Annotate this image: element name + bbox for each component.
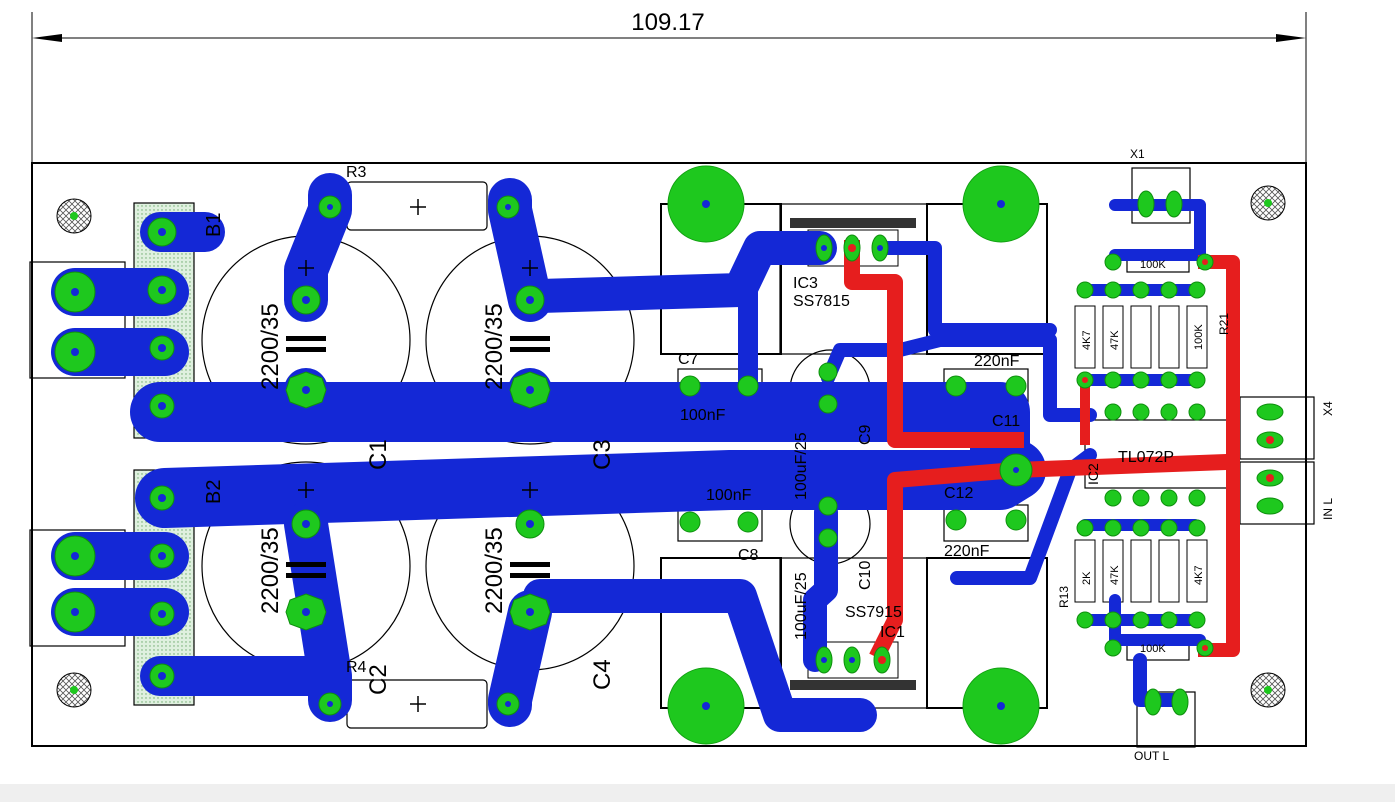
label-res-value-6: 47K — [1109, 565, 1121, 585]
label-res-value-2: 4K7 — [1081, 330, 1093, 350]
label-c9-ref: C9 — [857, 424, 874, 445]
label-opamp-part: TL072P — [1118, 449, 1174, 466]
label-c3-ref: C3 — [589, 439, 616, 470]
label-c8-value: 100nF — [706, 487, 752, 504]
label-ic3-ref: IC3 — [793, 275, 818, 292]
label-out-l: OUT L — [1134, 749, 1169, 763]
label-r13: R13 — [1057, 586, 1071, 608]
label-c4-ref: C4 — [589, 659, 616, 690]
label-r21: R21 — [1217, 313, 1231, 335]
ic3-tab — [790, 218, 916, 228]
label-ic1-ref: IC1 — [880, 624, 905, 641]
component-pads — [54, 190, 1284, 716]
status-bar — [0, 784, 1395, 802]
label-c4-value: 2200/35 — [481, 527, 508, 614]
label-res-value-7: 4K7 — [1193, 565, 1205, 585]
label-x4: X4 — [1321, 401, 1335, 416]
label-c12-ref: C12 — [944, 485, 973, 502]
label-c7-ref: C7 — [678, 351, 699, 368]
label-c2-value: 2200/35 — [257, 527, 284, 614]
label-c10-ref: C10 — [857, 561, 874, 590]
label-c9-value: 100uF/25 — [793, 432, 810, 500]
top-layer-vias — [848, 244, 1274, 664]
ic1-tab — [790, 680, 916, 690]
plus-markers — [298, 199, 538, 712]
label-res-value-1: 100K — [1140, 259, 1166, 271]
label-res-value-5: 100K — [1140, 643, 1166, 655]
label-b2: B2 — [203, 480, 225, 504]
label-r3: R3 — [346, 164, 367, 181]
dimension-line — [31, 12, 1307, 162]
label-opamp-ref: IC2 — [1085, 463, 1101, 485]
label-res-value-3: 47K — [1109, 330, 1121, 350]
label-x1: X1 — [1130, 147, 1145, 161]
label-res-value-4: 100K — [1193, 324, 1205, 350]
silkscreen-labels: B1 B2 2200/35 2200/35 2200/35 2200/35 C1… — [203, 147, 1335, 763]
capacitor-symbols — [286, 336, 550, 578]
label-c3-value: 2200/35 — [481, 303, 508, 390]
heatsink-mount-holes — [702, 200, 1005, 710]
small-resistors — [1074, 305, 1208, 603]
label-c11-ref: C11 — [992, 413, 1020, 430]
label-res-value-8: 2K — [1081, 571, 1093, 585]
label-c10-value: 100uF/25 — [793, 572, 810, 640]
label-c2-ref: C2 — [365, 664, 392, 695]
mounting-holes — [56, 185, 1286, 708]
label-c12-value: 220nF — [944, 543, 990, 560]
label-b1: B1 — [203, 213, 225, 237]
dimension-value: 109.17 — [631, 9, 704, 36]
label-c1-ref: C1 — [365, 439, 392, 470]
label-ic3-part: SS7815 — [793, 293, 850, 310]
label-r4: R4 — [346, 659, 367, 676]
label-ic1-part: SS7915 — [845, 604, 902, 621]
label-c11-value: 220nF — [974, 353, 1020, 370]
pad-holes — [71, 204, 1019, 707]
label-c7-value: 100nF — [680, 407, 726, 424]
top-copper-traces — [844, 240, 1240, 661]
label-c8-ref: C8 — [738, 547, 759, 564]
label-c1-value: 2200/35 — [257, 303, 284, 390]
label-in-l: IN L — [1321, 498, 1335, 520]
